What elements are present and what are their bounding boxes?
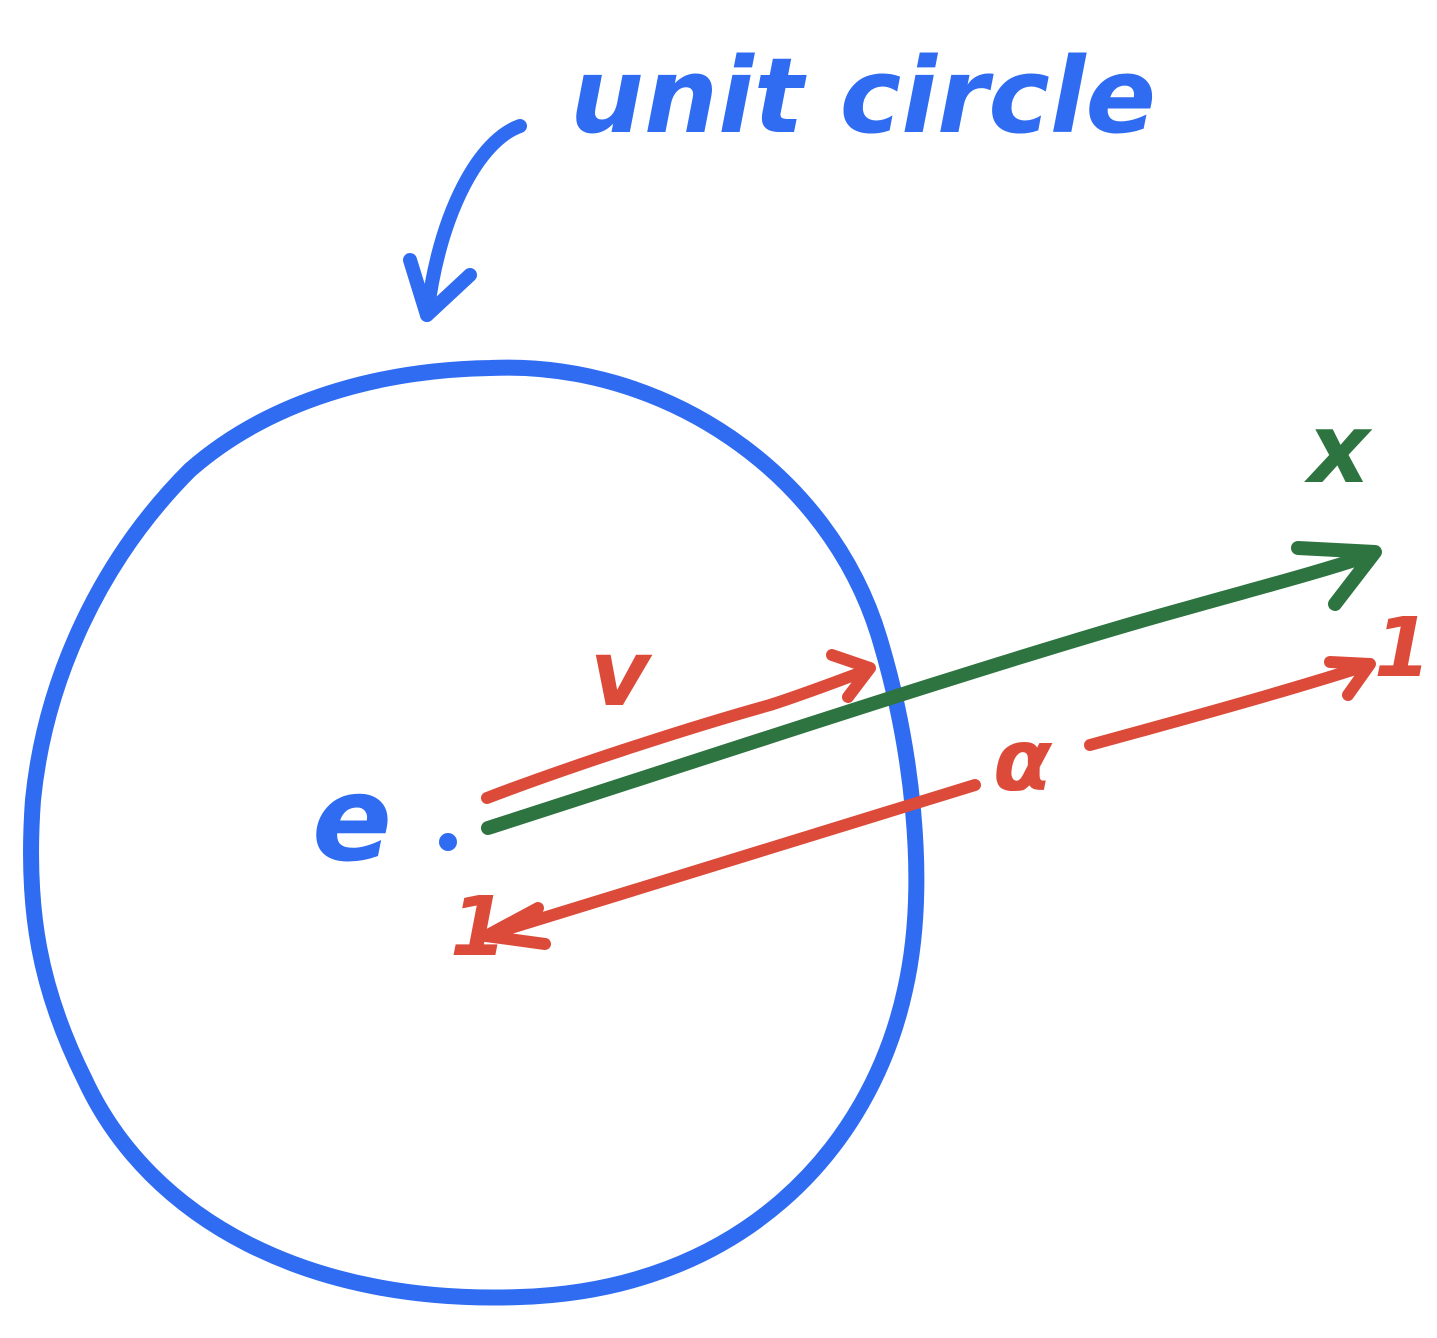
center-point — [439, 833, 457, 851]
scale-label-alpha: α — [993, 711, 1053, 811]
caption-pointer-arrow — [403, 119, 527, 322]
tick-start-label: 1 — [450, 880, 507, 975]
tick-end-label: 1 — [1374, 601, 1431, 696]
scale-arrow-alpha — [480, 656, 1376, 950]
target-label-x: x — [1304, 393, 1373, 505]
unit-circle — [22, 359, 925, 1306]
unit-circle-caption: unit circle — [570, 35, 1156, 157]
center-symbol-label: e — [312, 750, 392, 888]
ray-to-x — [481, 541, 1382, 835]
direction-vector-v — [481, 649, 876, 804]
direction-label-v: v — [590, 620, 653, 727]
